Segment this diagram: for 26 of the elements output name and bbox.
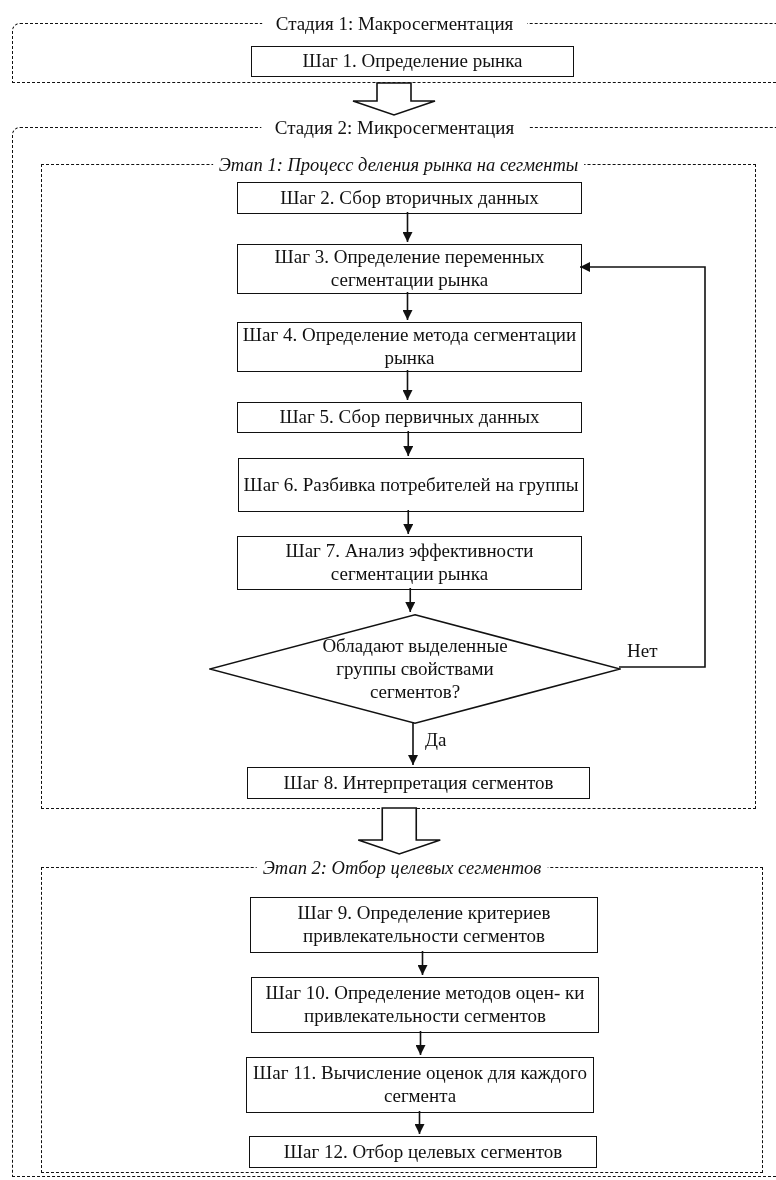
- process-box: Шаг 2. Сбор вторичных данных: [237, 182, 582, 214]
- decision-question: Обладают выделенные группы свойствами сегментов?: [321, 634, 509, 704]
- arrow: [417, 950, 428, 976]
- process-box: Шаг 10. Определение методов оцен- ки привлекательности сегментов: [251, 977, 599, 1033]
- process-box: Шаг 5. Сбор первичных данных: [237, 402, 582, 433]
- arrow: [408, 721, 418, 766]
- process-box: Шаг 9. Определение критериев привлекательности сегментов: [250, 897, 598, 953]
- arrow: [402, 369, 413, 401]
- arrow: [403, 509, 414, 535]
- block-arrow: [352, 82, 436, 116]
- arrow: [402, 211, 413, 243]
- process-box: Шаг 11. Вычисление оценок для каждого сегмента: [246, 1057, 594, 1113]
- block-arrow: [357, 807, 442, 855]
- process-box: Шаг 8. Интерпретация сегментов: [247, 767, 590, 799]
- process-box: Шаг 3. Определение переменных сегментации рынка: [237, 244, 582, 294]
- process-box: Шаг 1. Определение рынка: [251, 46, 574, 77]
- process-box: Шаг 4. Определение метода сегментации рынка: [237, 322, 582, 372]
- arrow: [405, 587, 416, 613]
- process-box: Шаг 6. Разбивка потребителей на группы: [238, 458, 584, 512]
- arrow: [414, 1110, 425, 1135]
- arrow: [403, 430, 414, 457]
- process-box: Шаг 7. Анализ эффективности сегментации рынка: [237, 536, 582, 590]
- arrow: [579, 262, 706, 668]
- arrow: [402, 291, 413, 321]
- arrow: [415, 1030, 426, 1056]
- process-box: Шаг 12. Отбор целевых сегментов: [249, 1136, 597, 1168]
